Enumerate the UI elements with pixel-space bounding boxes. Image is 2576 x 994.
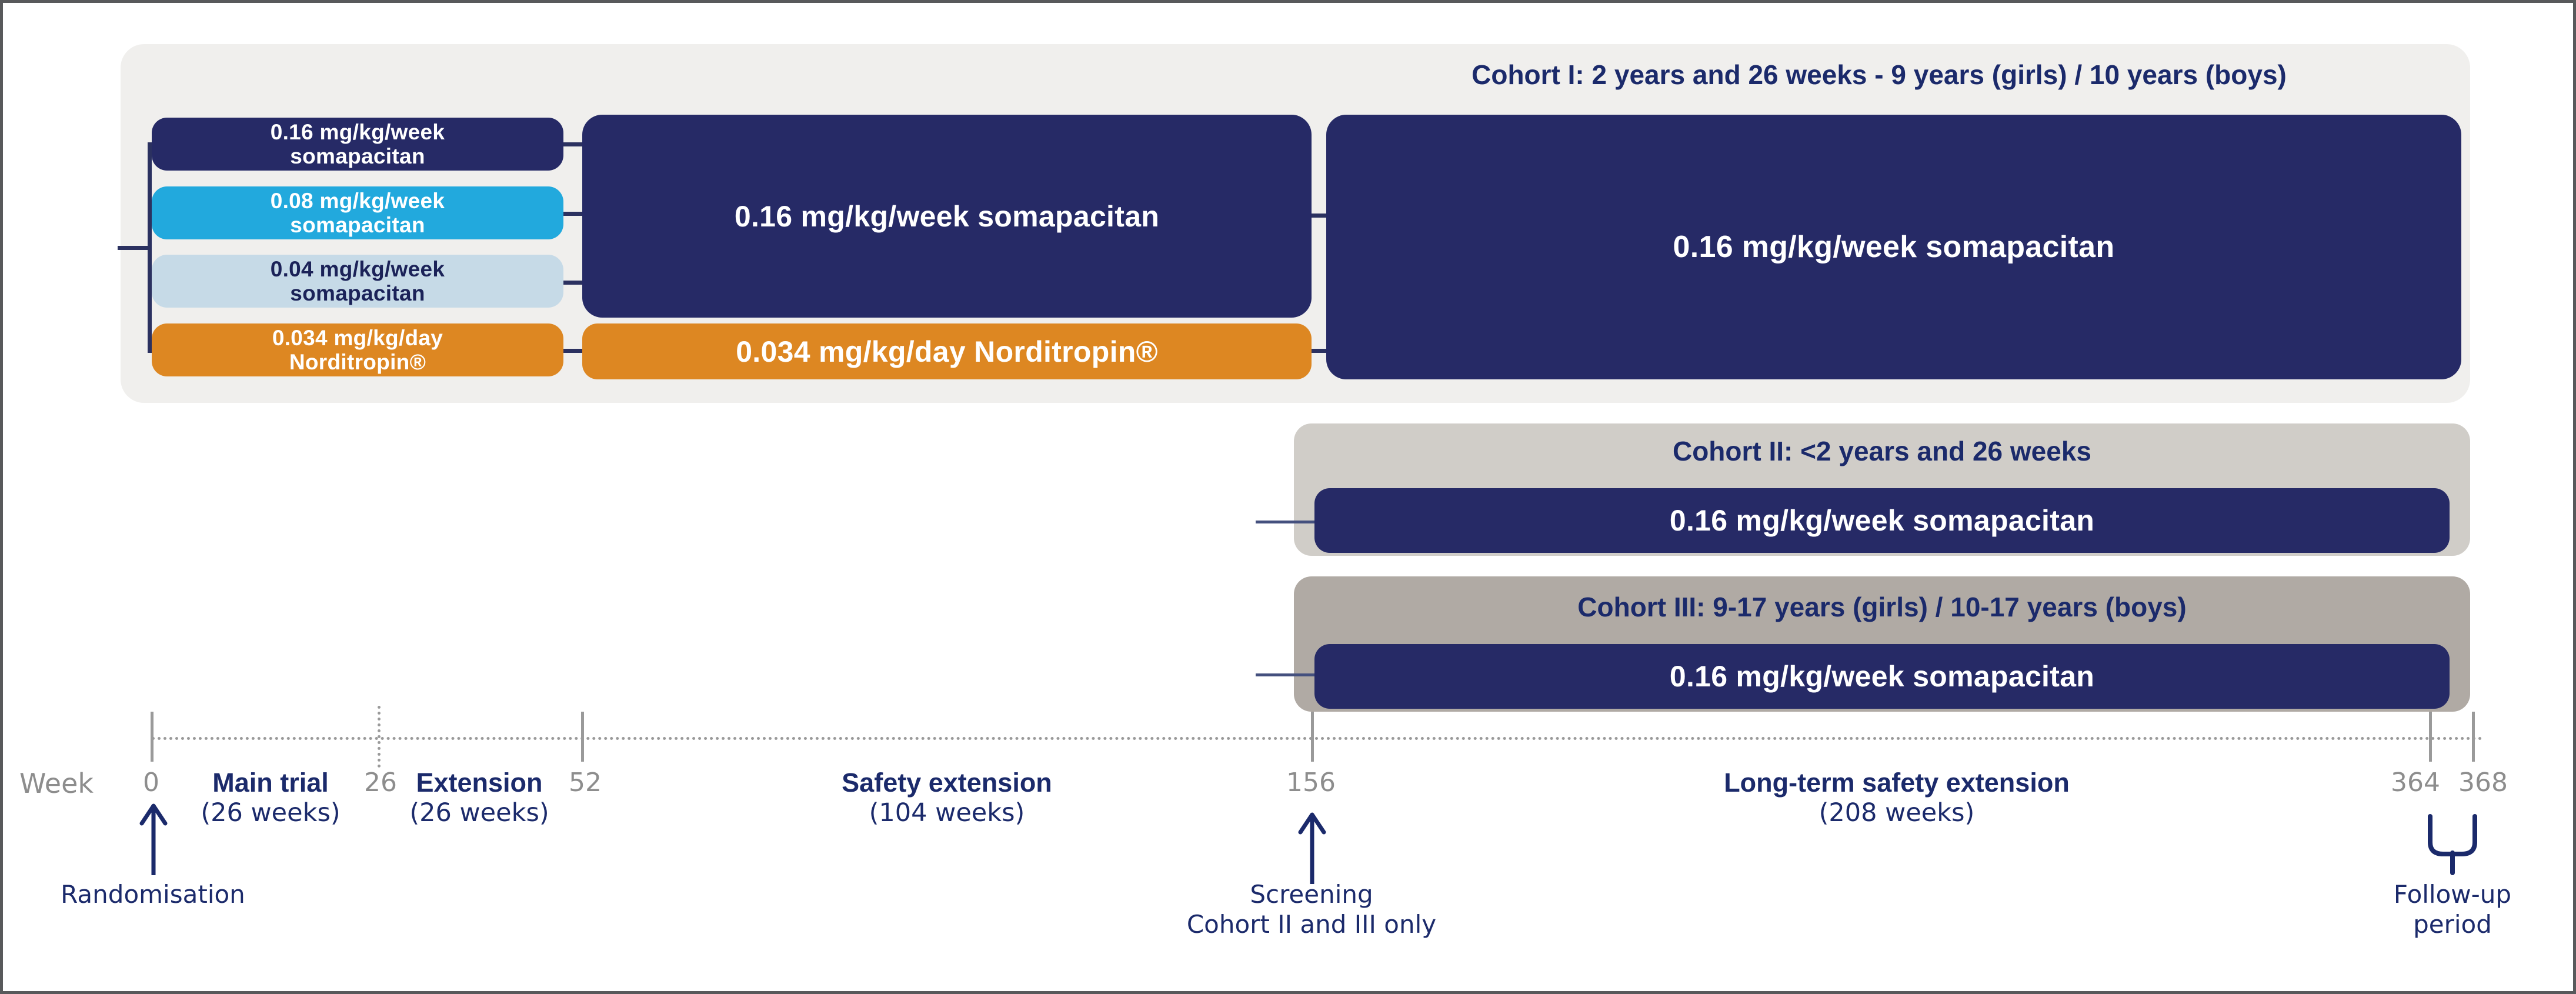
phase-main-trial-duration: (26 weeks) xyxy=(201,798,341,828)
arm-to-extension-line-4 xyxy=(559,349,591,353)
extension-to-cohort1-line-bottom xyxy=(1300,349,1341,353)
tick-label-week-368: 368 xyxy=(2458,768,2508,798)
cohort-2-title: Cohort II: <2 years and 26 weeks xyxy=(1672,436,2092,466)
tick-label-week-156: 156 xyxy=(1286,768,1336,798)
tick-label-week-52: 52 xyxy=(569,768,602,798)
tick-week-364 xyxy=(2429,712,2432,762)
follow-up-bracket-icon xyxy=(2428,814,2477,875)
phase-main-trial: Main trial (26 weeks) xyxy=(173,768,368,828)
cohort-3-entry-line xyxy=(1256,673,1329,676)
phase-long-term-safety-extension: Long-term safety extension (208 weeks) xyxy=(1579,768,2214,828)
randomisation-annotation: Randomisation xyxy=(61,880,245,909)
tick-label-week-26: 26 xyxy=(364,768,397,798)
phase-extension: Extension (26 weeks) xyxy=(391,768,568,828)
phase-safety-extension-duration: (104 weeks) xyxy=(869,798,1025,828)
cohort-3-title: Cohort III: 9-17 years (girls) / 10-17 y… xyxy=(1577,592,2187,622)
tick-label-week-0: 0 xyxy=(143,768,159,798)
screening-arrow-icon xyxy=(1298,812,1326,884)
phase-main-trial-name: Main trial xyxy=(212,768,329,798)
arm-to-extension-line-1 xyxy=(559,142,591,146)
phase-safety-extension: Safety extension (104 weeks) xyxy=(779,768,1115,828)
phase-extension-name: Extension xyxy=(416,768,543,798)
cohort-2-treatment-pill: 0.16 mg/kg/week somapacitan xyxy=(1314,488,2450,553)
randomisation-inbound-line xyxy=(118,246,150,250)
phase-long-term-safety-extension-name: Long-term safety extension xyxy=(1724,768,2070,798)
cohort-2-entry-line xyxy=(1256,521,1329,523)
arm-to-extension-line-3 xyxy=(559,281,591,285)
cohort-1-title: Cohort I: 2 years and 26 weeks - 9 years… xyxy=(1471,59,2287,90)
follow-up-annotation: Follow-up period xyxy=(2393,880,2512,939)
cohort-1-treatment-pill: 0.16 mg/kg/week somapacitan xyxy=(1326,115,2461,379)
randomisation-arrow-icon xyxy=(139,803,168,875)
phase-long-term-safety-extension-duration: (208 weeks) xyxy=(1818,798,1975,828)
phase-safety-extension-name: Safety extension xyxy=(842,768,1052,798)
tick-week-368 xyxy=(2472,712,2475,762)
timeline-axis xyxy=(152,737,2484,740)
tick-week-0 xyxy=(151,712,154,762)
randomisation-spine xyxy=(148,142,152,351)
screening-annotation: Screening Cohort II and III only xyxy=(1186,880,1437,939)
arm-pill-somapacitan-016: 0.16 mg/kg/week somapacitan xyxy=(152,118,563,171)
extension-pill-norditropin: 0.034 mg/kg/day Norditropin® xyxy=(582,323,1312,379)
extension-to-cohort1-line-top xyxy=(1300,214,1341,218)
tick-week-156 xyxy=(1311,712,1314,762)
cohort-3-treatment-pill: 0.16 mg/kg/week somapacitan xyxy=(1314,644,2450,709)
tick-label-week-364: 364 xyxy=(2391,768,2440,798)
arm-pill-norditropin: 0.034 mg/kg/day Norditropin® xyxy=(152,323,563,376)
tick-week-26 xyxy=(378,706,381,768)
tick-week-52 xyxy=(581,712,584,762)
timeline-axis-label: Week xyxy=(19,768,94,799)
phase-extension-duration: (26 weeks) xyxy=(409,798,549,828)
arm-pill-somapacitan-008: 0.08 mg/kg/week somapacitan xyxy=(152,186,563,239)
arm-pill-somapacitan-004: 0.04 mg/kg/week somapacitan xyxy=(152,255,563,308)
arm-to-extension-line-2 xyxy=(559,212,591,216)
extension-pill-somapacitan: 0.16 mg/kg/week somapacitan xyxy=(582,115,1312,318)
